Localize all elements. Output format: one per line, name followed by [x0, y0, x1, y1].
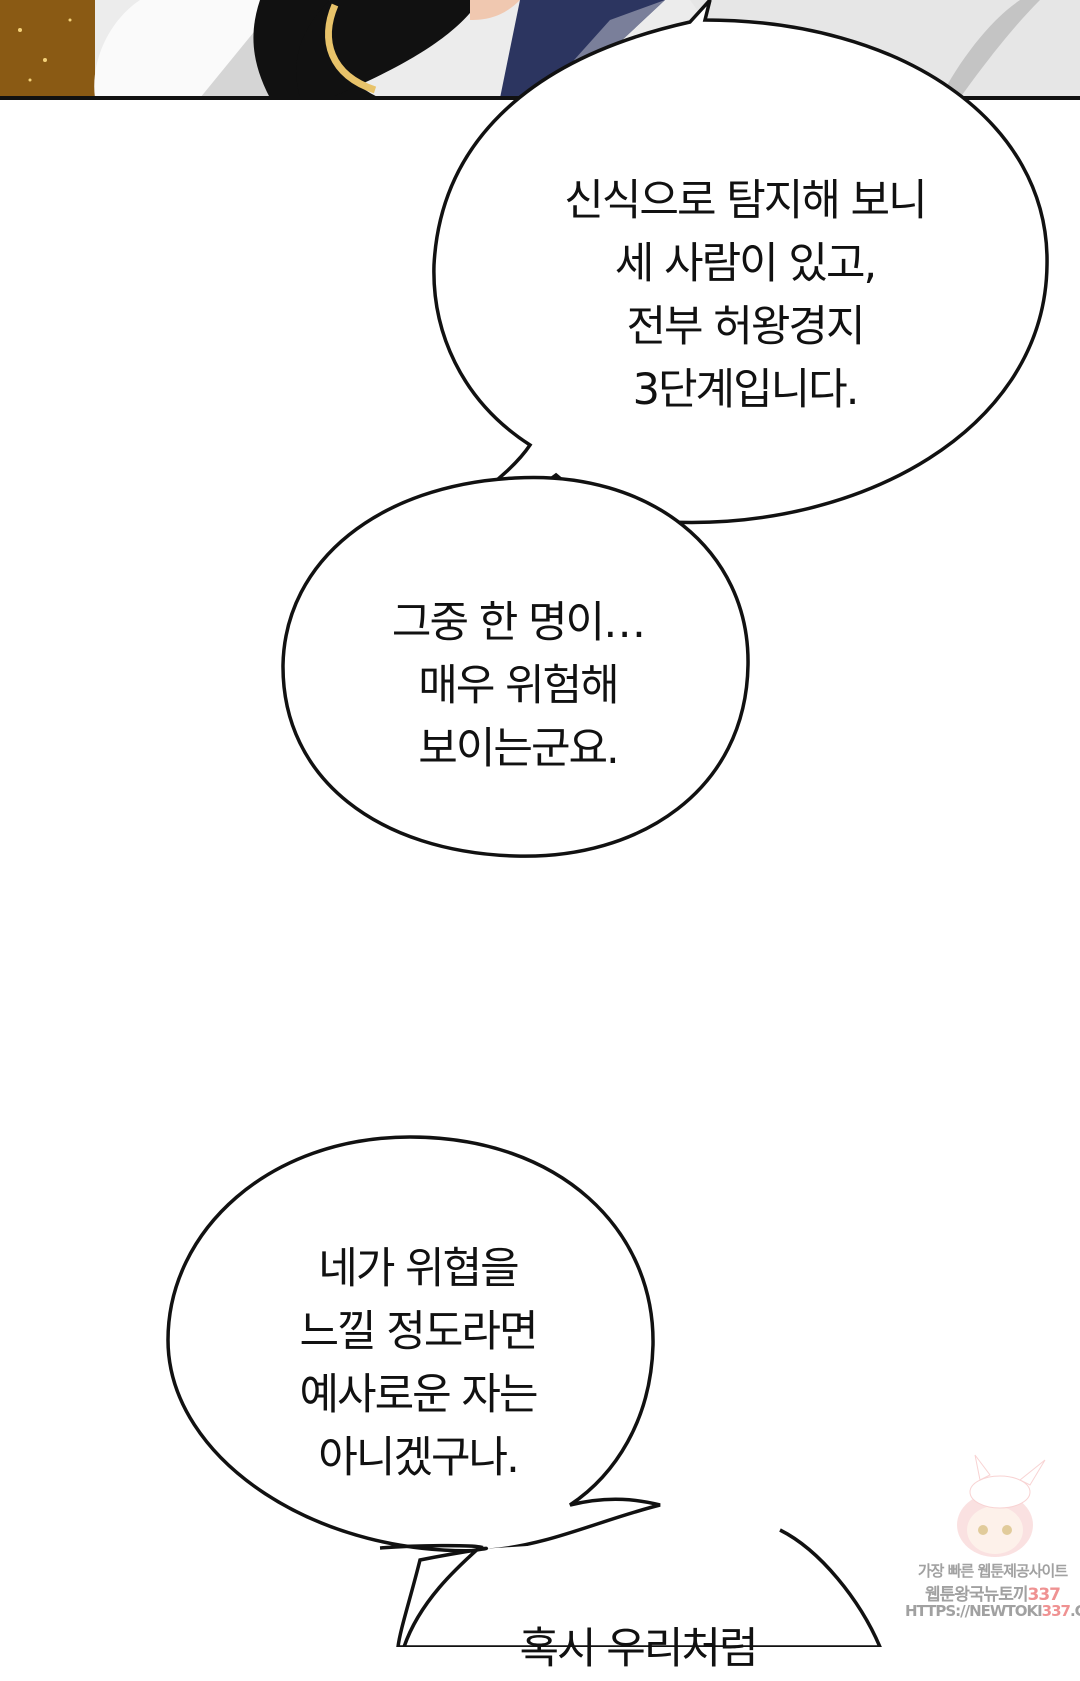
dialogue-line: 매우 위험해: [418, 661, 619, 711]
speech-bubble-2: [281, 475, 750, 858]
speech-bubble-3: [166, 1135, 661, 1553]
site-number: 337: [1027, 1585, 1060, 1605]
url-prefix: HTTPS://NEWTOKI: [905, 1602, 1043, 1620]
watermark-tagline: 가장 빠른 웹툰제공사이트: [917, 1562, 1068, 1580]
dialogue-line: 느낄 정도라면: [299, 1307, 538, 1357]
dialogue-line: 그중 한 명이…: [391, 598, 646, 648]
url-suffix: .COM: [1069, 1602, 1080, 1620]
dialogue-line: 네가 위협을: [318, 1244, 519, 1294]
site-name: 웹툰왕국뉴토끼: [925, 1585, 1028, 1605]
mascot-illustration: [957, 1454, 1046, 1557]
watermark: 가장 빠른 웹툰제공사이트 웹툰왕국뉴토끼337 HTTPS://NEWTOKI…: [905, 1450, 1080, 1630]
url-number: 337: [1041, 1602, 1071, 1620]
dialogue-line: 세 사람이 있고,: [614, 239, 877, 289]
dialogue-line: 혹시 우리처럼: [519, 1624, 758, 1674]
dialogue-line: 아니겠구나.: [318, 1433, 519, 1483]
dialogue-line: 3단계입니다.: [632, 365, 860, 415]
bubble-1-text: 신식으로 탐지해 보니 세 사람이 있고, 전부 허왕경지 3단계입니다.: [564, 170, 927, 422]
dialogue-line: 신식으로 탐지해 보니: [564, 176, 927, 226]
dialogue-line: 전부 허왕경지: [626, 302, 865, 352]
dialogue-line: 예사로운 자는: [299, 1370, 538, 1420]
bubble-3-text: 네가 위협을 느낄 정도라면 예사로운 자는 아니겠구나.: [299, 1238, 538, 1490]
watermark-site-name: 웹툰왕국뉴토끼337: [905, 1580, 1080, 1605]
bubble-4-text: 혹시 우리처럼: [519, 1618, 758, 1681]
watermark-url: HTTPS://NEWTOKI337.COM: [905, 1602, 1080, 1620]
comic-panels: [0, 0, 1080, 1647]
dialogue-line: 보이는군요.: [418, 724, 619, 774]
bubble-2-text: 그중 한 명이… 매우 위험해 보이는군요.: [391, 592, 646, 781]
